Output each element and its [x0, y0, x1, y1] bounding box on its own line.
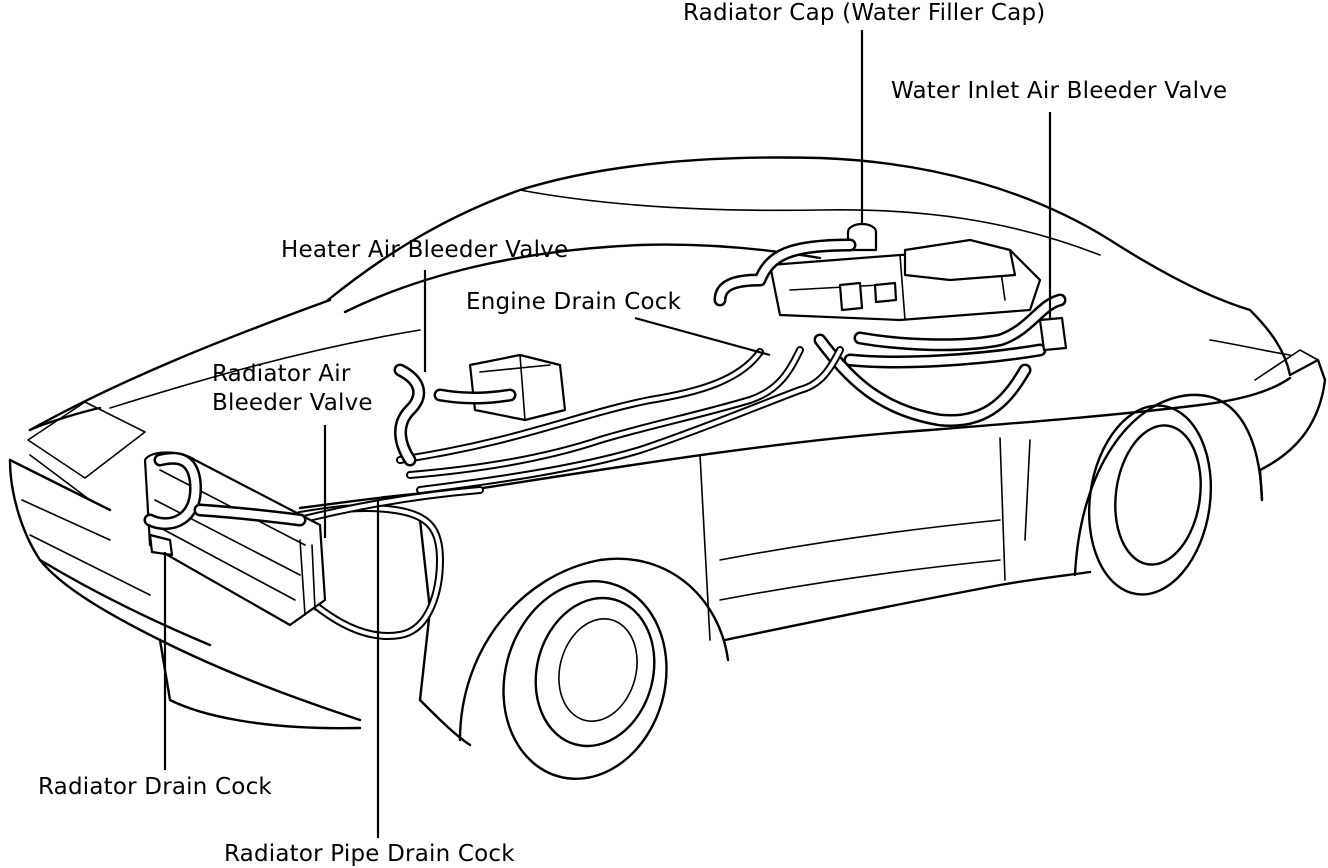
- leader-lines: [163, 30, 1052, 838]
- label-radiator-air-bleeder-valve-line2: Bleeder Valve: [212, 390, 373, 416]
- label-water-inlet-air-bleeder-valve: Water Inlet Air Bleeder Valve: [891, 78, 1228, 104]
- label-heater-air-bleeder-valve: Heater Air Bleeder Valve: [281, 237, 569, 263]
- label-engine-drain-cock: Engine Drain Cock: [466, 289, 682, 315]
- leader-engine-drain: [634, 316, 771, 357]
- engine-block: [768, 238, 1042, 322]
- engine-hoses: [713, 238, 1068, 428]
- label-radiator-pipe-drain-cock: Radiator Pipe Drain Cock: [224, 841, 515, 867]
- label-radiator-cap: Radiator Cap (Water Filler Cap): [683, 0, 1046, 26]
- car-body: [8, 156, 1327, 780]
- heater-assembly: [393, 353, 567, 467]
- label-radiator-air-bleeder-valve-line1: Radiator Air: [212, 361, 351, 387]
- radiator-part: [143, 451, 327, 627]
- coolant-pipes: [296, 346, 844, 640]
- label-radiator-drain-cock: Radiator Drain Cock: [38, 774, 272, 800]
